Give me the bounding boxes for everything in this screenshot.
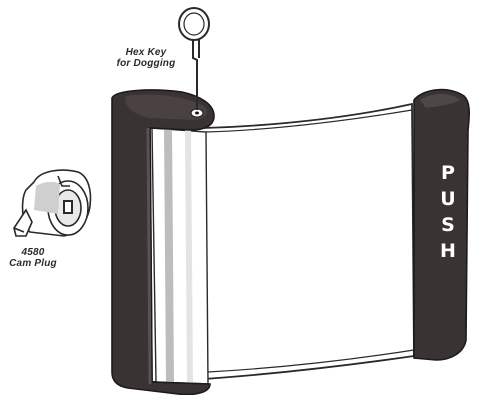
push-letter: P: [434, 160, 462, 186]
cam-plug-icon: [14, 170, 91, 236]
push-letter: S: [434, 212, 462, 238]
hex-key-label-line-2: for Dogging: [96, 58, 196, 69]
push-panel: [150, 104, 414, 384]
push-letter: U: [434, 186, 462, 212]
hex-key-label: Hex Key for Dogging: [96, 47, 196, 69]
cam-plug-label-line-1: 4580: [2, 247, 64, 258]
cam-plug-label: 4580 Cam Plug: [2, 247, 64, 269]
cam-plug-label-line-2: Cam Plug: [2, 258, 64, 269]
push-letter: H: [434, 238, 462, 264]
hex-key-label-line-1: Hex Key: [96, 47, 196, 58]
push-text: P U S H: [434, 160, 462, 264]
